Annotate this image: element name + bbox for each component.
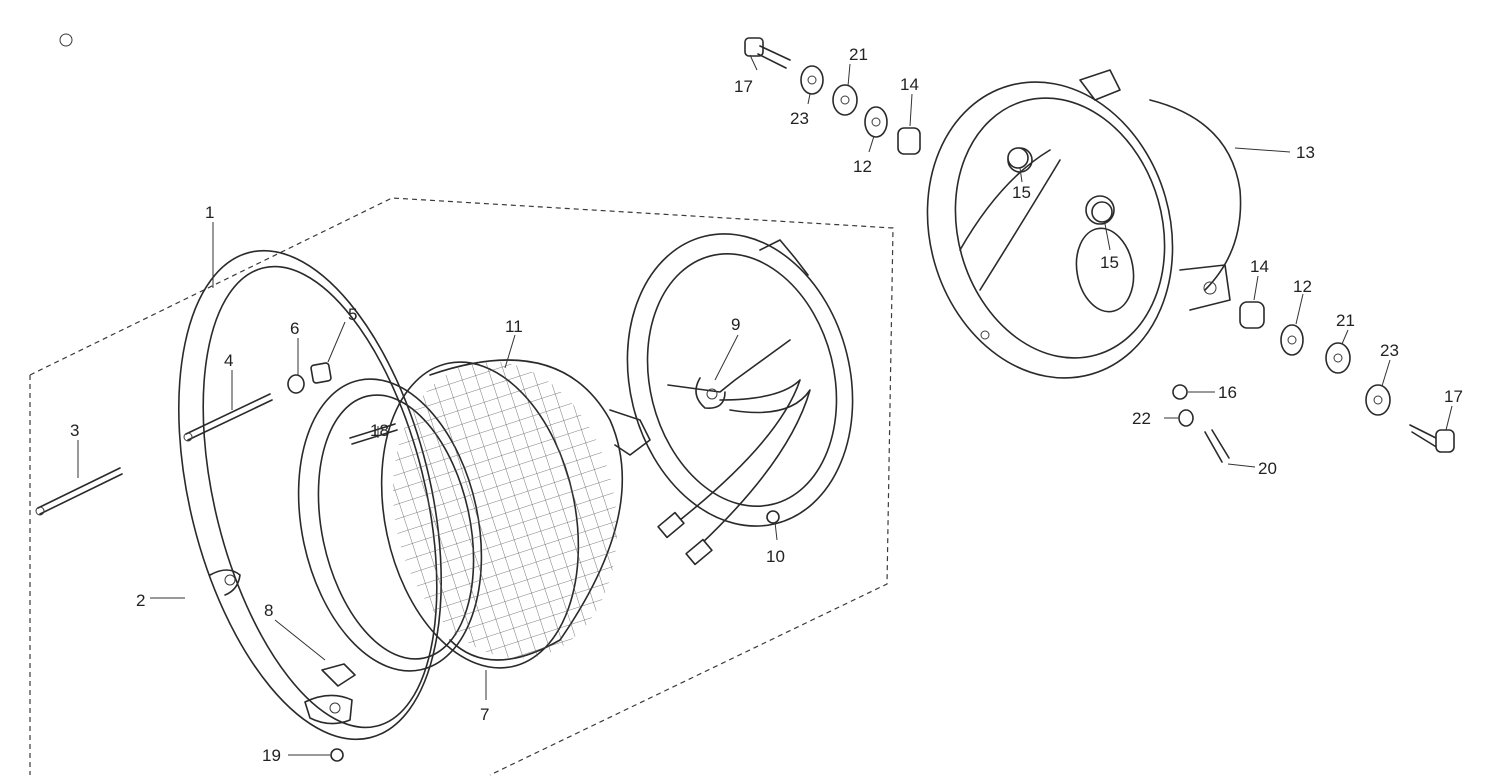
callout-16: 16 bbox=[1218, 383, 1237, 402]
callout-9: 9 bbox=[731, 315, 740, 334]
callout-15-a: 15 bbox=[1012, 183, 1031, 202]
callout-19: 19 bbox=[262, 746, 281, 765]
callout-20: 20 bbox=[1258, 459, 1277, 478]
mounting-ring bbox=[626, 233, 854, 527]
callout-3: 3 bbox=[70, 421, 79, 440]
callout-11: 11 bbox=[505, 317, 523, 336]
callout-23-bottom: 23 bbox=[1380, 341, 1399, 360]
callout-23-top: 23 bbox=[790, 109, 809, 128]
callout-14-bottom: 14 bbox=[1250, 257, 1269, 276]
washer-21-bottom bbox=[1325, 342, 1351, 374]
callout-12-top: 12 bbox=[853, 157, 872, 176]
screw-3 bbox=[35, 467, 123, 516]
grommet-12-top bbox=[864, 106, 888, 138]
collar-14-top bbox=[897, 127, 921, 155]
callout-18: 18 bbox=[370, 421, 389, 440]
collar-14-bottom bbox=[1239, 301, 1265, 329]
grommet-12-bottom bbox=[1280, 324, 1304, 356]
callout-10: 10 bbox=[766, 547, 785, 566]
callout-17-top: 17 bbox=[734, 77, 753, 96]
sealed-beam-lens bbox=[380, 350, 651, 680]
callout-2: 2 bbox=[136, 591, 145, 610]
callout-8: 8 bbox=[264, 601, 273, 620]
screw-19 bbox=[330, 748, 344, 762]
nut-10 bbox=[766, 510, 780, 524]
headlight-case bbox=[926, 69, 1242, 379]
washer-21-top bbox=[832, 84, 858, 116]
washer-23-bottom bbox=[1365, 384, 1391, 416]
nut-15-b bbox=[1091, 201, 1113, 223]
callout-22: 22 bbox=[1132, 409, 1151, 428]
leader-lines bbox=[77, 54, 1453, 756]
screw-18 bbox=[349, 423, 398, 445]
spring-6 bbox=[287, 374, 305, 394]
callout-14-top: 14 bbox=[900, 75, 919, 94]
screw-4 bbox=[183, 393, 273, 442]
callout-17-bottom: 17 bbox=[1444, 387, 1463, 406]
bolt-17-top bbox=[744, 37, 791, 69]
assembly-boundary bbox=[29, 197, 894, 776]
callout-21-top: 21 bbox=[849, 45, 868, 64]
nut-8 bbox=[321, 663, 356, 687]
callout-4: 4 bbox=[224, 351, 233, 370]
callout-15-b: 15 bbox=[1100, 253, 1119, 272]
bolt-20 bbox=[1204, 429, 1230, 463]
washer-22 bbox=[1178, 409, 1194, 427]
callout-7: 7 bbox=[480, 705, 489, 724]
callout-13: 13 bbox=[1296, 143, 1315, 162]
bolt-17-bottom bbox=[1409, 424, 1455, 453]
callout-6: 6 bbox=[290, 319, 299, 338]
callout-12-bottom: 12 bbox=[1293, 277, 1312, 296]
callout-21-bottom: 21 bbox=[1336, 311, 1355, 330]
callout-1: 1 bbox=[205, 203, 214, 222]
nut-16 bbox=[1172, 384, 1188, 400]
callout-5: 5 bbox=[348, 305, 357, 324]
headlight-wiring bbox=[657, 379, 811, 566]
nut-15-a bbox=[1007, 147, 1029, 169]
nut-5 bbox=[310, 362, 332, 384]
corner-mark bbox=[59, 33, 73, 47]
washer-23-top bbox=[800, 65, 824, 95]
